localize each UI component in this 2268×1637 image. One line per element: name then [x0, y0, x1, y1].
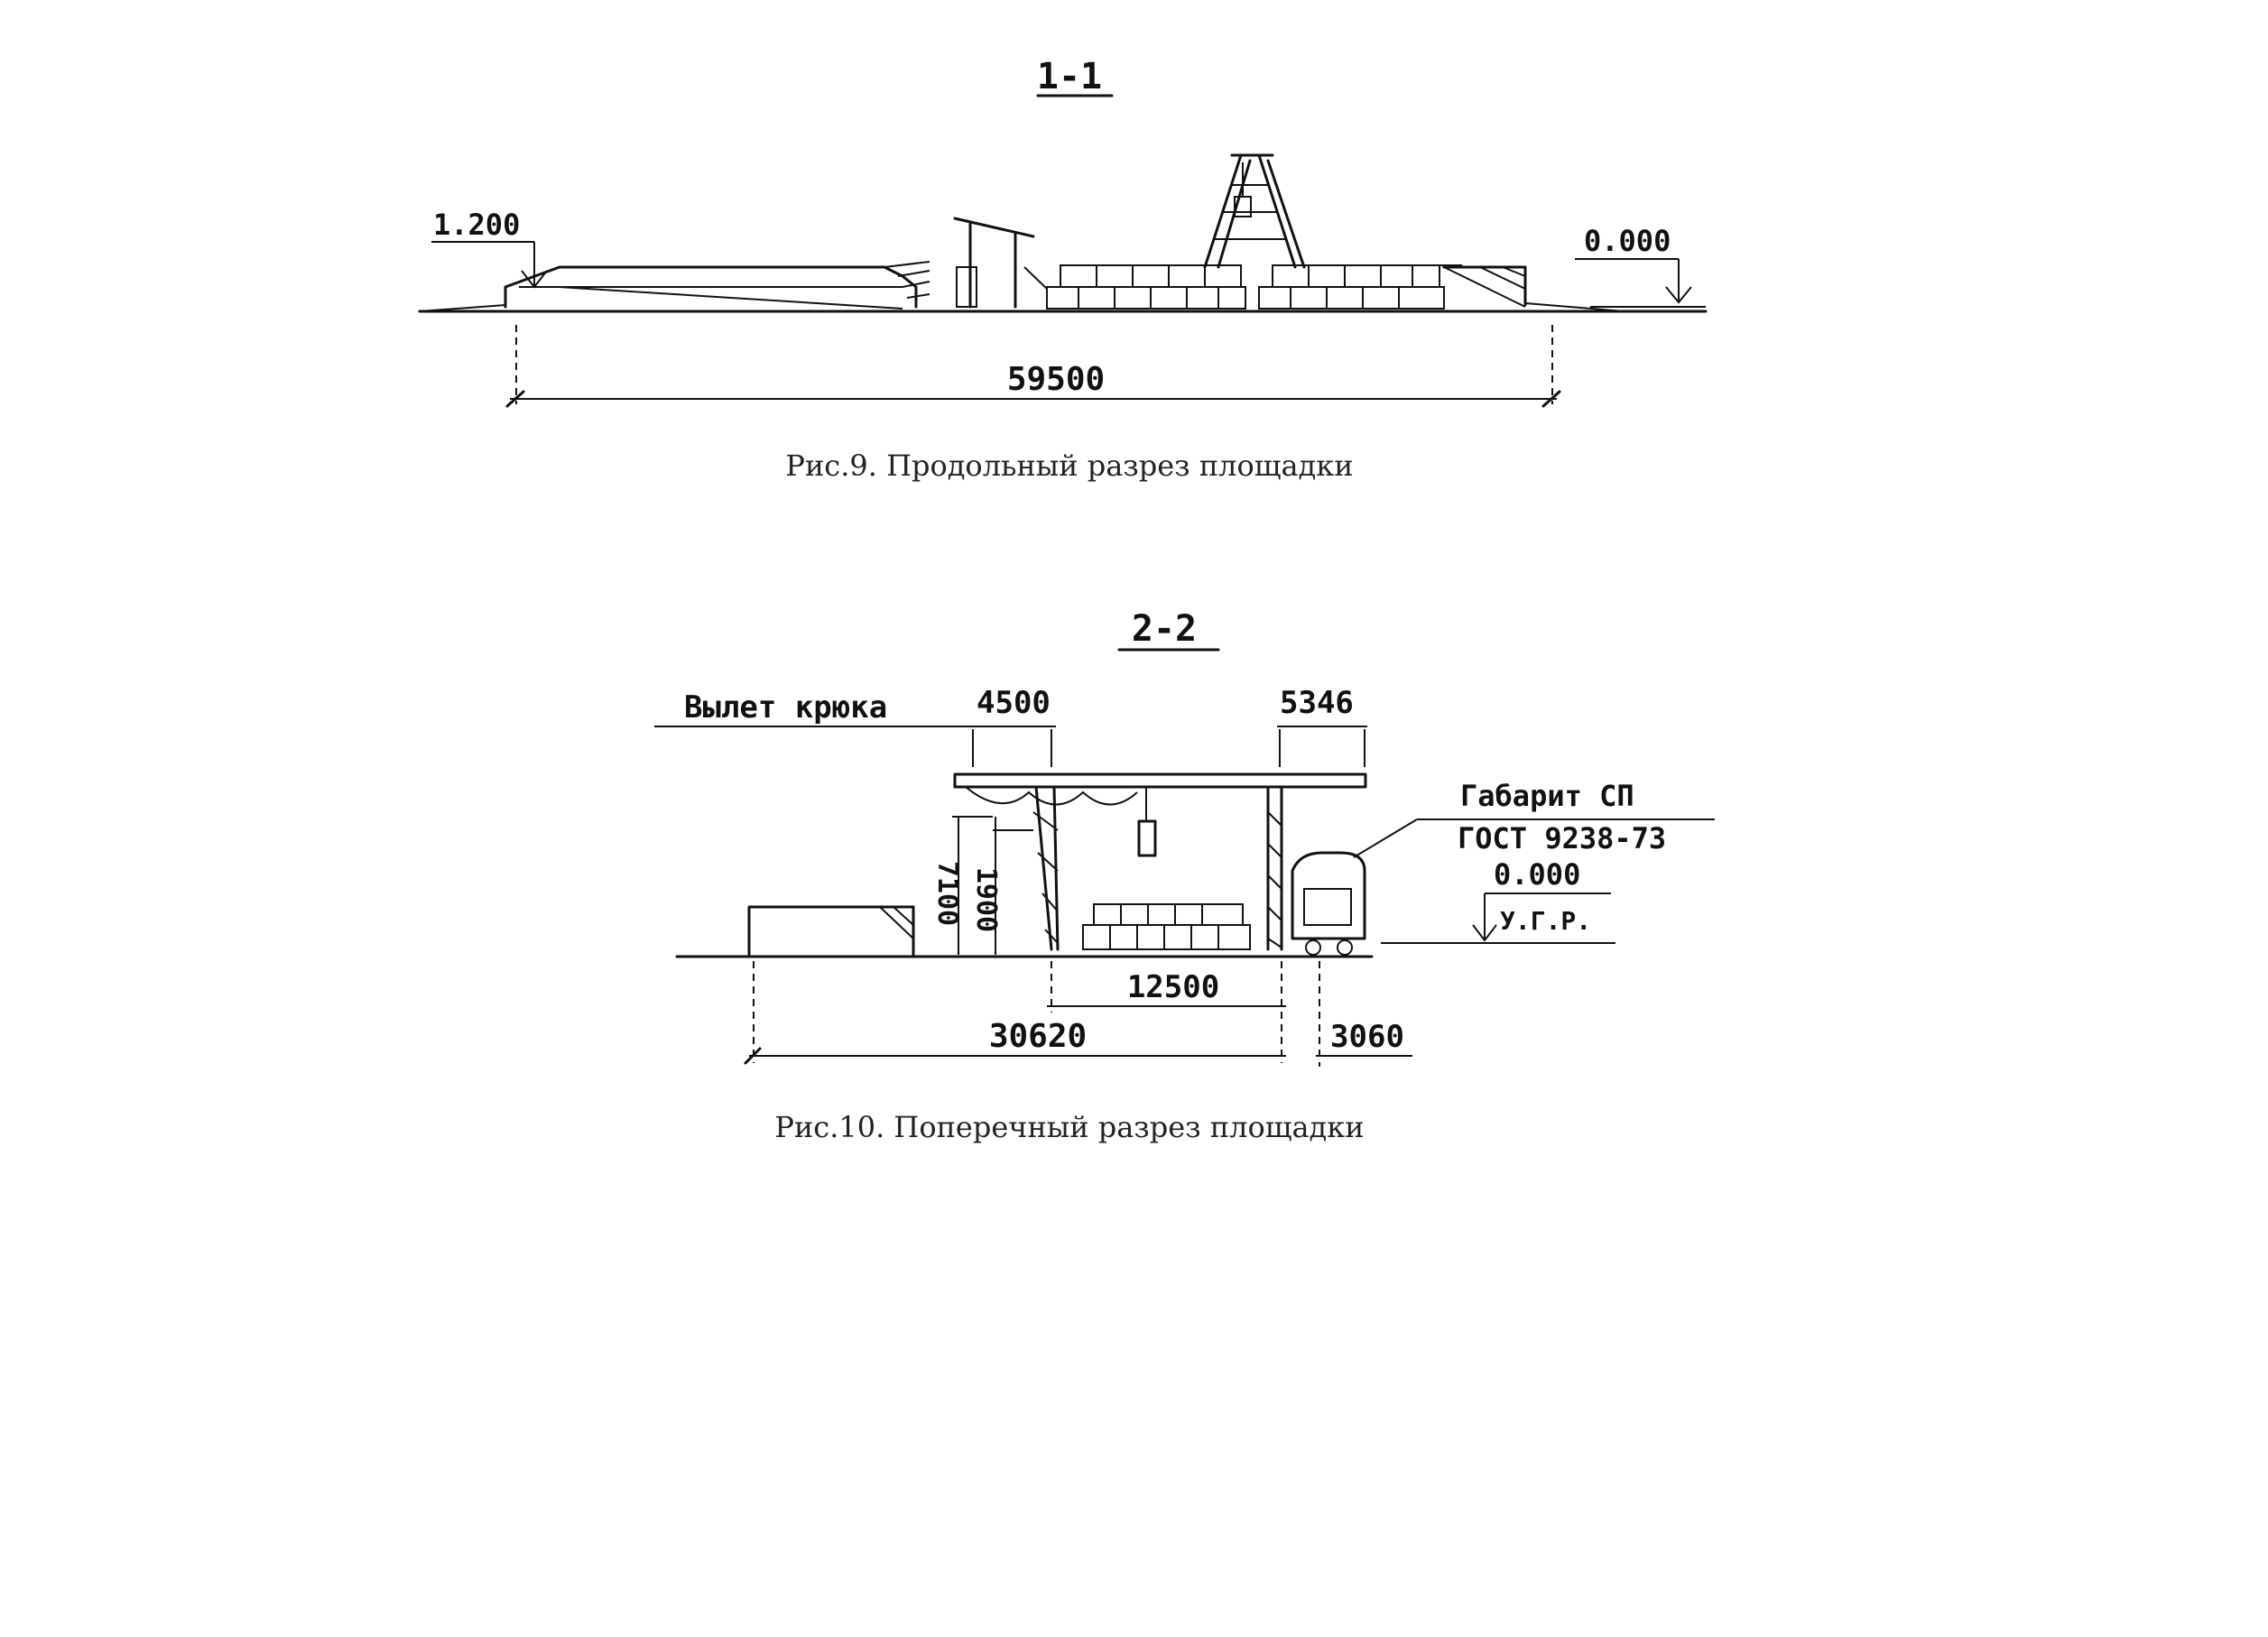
level-mark-left: 1.200 — [433, 208, 520, 242]
stack-cross — [1082, 903, 1251, 950]
stack-left — [1046, 264, 1246, 310]
platform-right-brick — [1443, 266, 1526, 308]
ground-level-arrow — [1472, 924, 1497, 942]
stack-right — [1258, 264, 1462, 310]
clearance-standard: ГОСТ 9238-73 — [1458, 821, 1666, 855]
dim-height-total: 7100 — [931, 861, 963, 926]
crane-girder-trolley — [965, 786, 1138, 806]
section-2-2: 2-2 Вылет крюка 4500 5346 — [654, 608, 1715, 1144]
platform-cross-left — [747, 905, 915, 957]
platform-right — [1442, 265, 1527, 307]
canopy-block — [956, 266, 977, 308]
dim-span-value: 12500 — [1127, 969, 1219, 1005]
canopy-roof — [953, 217, 1035, 238]
right-overhang-value: 5346 — [1280, 685, 1354, 721]
clearance-label: Габарит СП — [1460, 779, 1634, 813]
level-mark-right-arrow — [1665, 286, 1692, 304]
dim-height-lift: 1900 — [970, 867, 1002, 932]
platform-cross-left-edge — [879, 906, 914, 939]
canopy-brace — [1023, 266, 1048, 307]
hook-load — [1137, 819, 1157, 857]
ground-level-mark: 0.000 — [1494, 857, 1580, 892]
dim-tick-left-1 — [505, 390, 525, 408]
level-mark-right: 0.000 — [1584, 224, 1671, 258]
crane-girder — [953, 772, 1367, 789]
gantry-crane-side — [1203, 153, 1306, 269]
hook-reach-value: 4500 — [977, 685, 1051, 721]
ramp-slope — [559, 286, 903, 310]
caption-figure-10: Рис.10. Поперечный разрез площадки — [774, 1110, 1364, 1144]
crane-leg-right — [1266, 785, 1283, 951]
section-2-title: 2-2 — [1132, 608, 1197, 650]
dim-total-width-value: 30620 — [989, 1018, 1087, 1055]
hook-reach-label: Вылет крюка — [684, 689, 887, 726]
section-1-1: 1-1 1.200 — [418, 56, 1708, 483]
ground-slope-left — [419, 304, 506, 312]
dim-length-value: 59500 — [1007, 361, 1105, 398]
dim-track-offset-value: 3060 — [1330, 1019, 1404, 1055]
clearance-leader — [1353, 818, 1418, 858]
ramp-brick-end — [884, 261, 930, 299]
crane-leg-left — [1032, 785, 1060, 951]
dim-tick-cross-left — [744, 1047, 762, 1065]
section-1-title: 1-1 — [1037, 56, 1102, 97]
caption-figure-9: Рис.9. Продольный разрез площадки — [785, 449, 1353, 483]
ground-slope-right — [1524, 302, 1625, 312]
dim-tick-right-1 — [1541, 390, 1561, 408]
rail-car-clearance — [1291, 851, 1366, 956]
ground-level-note: У.Г.Р. — [1500, 906, 1591, 936]
